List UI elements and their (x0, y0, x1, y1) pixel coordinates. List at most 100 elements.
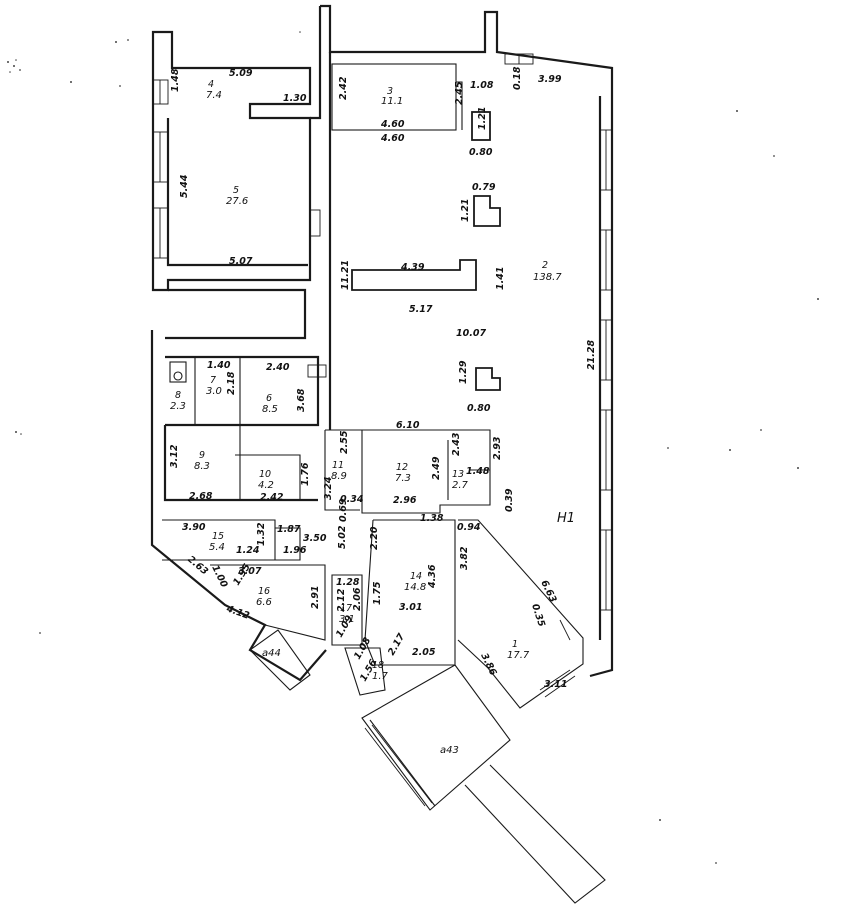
dimension-label: 2.06 (352, 587, 363, 611)
room-13-number: 13 (452, 469, 464, 480)
dimension-label: 2.91 (310, 586, 321, 609)
dimension-label: 1.87 (277, 524, 301, 535)
dimension-label: 2.49 (431, 456, 442, 480)
room-2-label: 2 138.7 (533, 260, 562, 283)
dimension-label: 5.17 (409, 304, 433, 315)
dimension-label: 1.76 (300, 462, 311, 486)
dimension-label: 4.39 (400, 262, 425, 273)
room-18-label: 18 1.7 (372, 660, 389, 682)
dimension-label: 0.79 (472, 182, 496, 193)
room-5-area: 27.6 (226, 196, 248, 207)
dimension-label: 1.30 (283, 93, 307, 104)
room-16-area: 6.6 (256, 597, 272, 608)
room-10-number: 10 (259, 469, 271, 480)
room-4-area: 7.4 (206, 90, 222, 101)
dimension-label: 0.35 (529, 603, 547, 629)
dimension-label: 3.01 (399, 602, 422, 613)
room-16-label: 16 6.6 (256, 586, 272, 608)
room-7-label: 7 3.0 (206, 375, 222, 397)
room-13-label: 13 2.7 (452, 469, 469, 491)
dimension-label: 0.34 (340, 494, 364, 505)
room-11-number: 11 (332, 460, 344, 471)
room-17-number: 17 (340, 603, 352, 614)
dimension-label: 3.11 (544, 679, 567, 690)
dimension-label: 1.21 (477, 107, 488, 130)
dimension-label: 1.96 (283, 545, 307, 556)
dimension-label: 1.48 (170, 68, 181, 92)
dimension-label: 3.07 (238, 566, 262, 577)
room-18-number: 18 (372, 660, 384, 671)
room-12-area: 7.3 (395, 473, 411, 484)
room-15-number: 15 (212, 531, 224, 542)
room-11-area: 8.9 (331, 471, 347, 482)
dimension-label: 2.96 (393, 495, 417, 506)
dimension-label: 1.21 (460, 199, 471, 222)
room-5-number: 5 (233, 185, 239, 196)
dimension-label: 0.18 (512, 66, 523, 90)
room-8-area: 2.3 (170, 401, 186, 412)
room-10-area: 4.2 (258, 480, 274, 491)
dimension-label: 3.82 (459, 546, 470, 570)
dimension-label: 4.36 (427, 564, 438, 589)
aux-43-label: a43 (440, 745, 459, 756)
room-8-label: 8 2.3 (170, 390, 186, 412)
dimension-label: 3.90 (182, 522, 206, 533)
dimension-label: 0.94 (457, 522, 481, 533)
room-14-number: 14 (410, 571, 422, 582)
dimension-label: 1.28 (336, 577, 360, 588)
dimension-label: 2.18 (226, 371, 237, 395)
room-11-label: 11 8.9 (331, 460, 347, 482)
room-labels: 4 7.4 3 11.1 5 27.6 2 138.7 7 3.0 8 2.3 … (170, 79, 575, 756)
room-16-number: 16 (258, 586, 270, 597)
dimension-label: 3.50 (303, 533, 327, 544)
dimension-label: 5.44 (179, 174, 190, 198)
room-10-label: 10 4.2 (258, 469, 274, 491)
dimension-label: 6.10 (396, 420, 420, 431)
room-4-label: 4 7.4 (206, 79, 222, 101)
dimension-label: 3.24 (323, 476, 334, 500)
dimension-label: 2.12 (336, 588, 347, 612)
dimension-label: 2.17 (386, 631, 407, 657)
dimension-label: 1.40 (207, 360, 231, 371)
dimension-label: 2.05 (412, 647, 436, 658)
dimension-label: 2.43 (451, 432, 462, 456)
room-6-number: 6 (266, 393, 272, 404)
room-1-label: 1 17.7 (507, 639, 530, 661)
dimension-label: 2.93 (492, 436, 503, 460)
room-13-area: 2.7 (452, 480, 469, 491)
zone-label: H1 (557, 511, 575, 526)
room-17-area: 3.1 (339, 614, 355, 625)
dimension-label: 10.07 (456, 328, 486, 339)
interior-partitions (162, 63, 606, 904)
dimension-label: 1.48 (466, 466, 490, 477)
room-1-number: 1 (512, 639, 518, 650)
room-17-label: 17 3.1 (339, 603, 355, 625)
windows (152, 53, 613, 807)
room-14-area: 14.8 (404, 582, 426, 593)
room-3-label: 3 11.1 (381, 86, 403, 107)
room-1-area: 17.7 (507, 650, 530, 661)
room-9-number: 9 (199, 450, 205, 461)
dimension-label: 4.12 (224, 603, 251, 622)
dimension-label: 2.20 (369, 526, 380, 550)
dimension-label: 1.29 (458, 360, 469, 384)
dimension-label: 2.40 (266, 362, 290, 373)
dimension-label: 0.69 (338, 498, 349, 522)
dimension-label: 11.21 (340, 260, 351, 290)
room-15-label: 15 5.4 (209, 531, 225, 553)
scan-specks (7, 31, 819, 864)
dimension-label: 21.28 (586, 340, 597, 370)
aux-44-label: a44 (262, 648, 281, 659)
room-3-number: 3 (387, 86, 393, 97)
dimension-label: 0.80 (469, 147, 493, 158)
room-12-label: 12 7.3 (395, 462, 411, 484)
room-6-area: 8.5 (262, 404, 278, 415)
dimension-label: 3.99 (538, 74, 562, 85)
room-14-label: 14 14.8 (404, 571, 426, 593)
dimension-label: 4.60 (380, 119, 405, 130)
dimension-label: 0.80 (467, 403, 491, 414)
room-9-label: 9 8.3 (194, 450, 210, 472)
room-15-area: 5.4 (209, 542, 225, 553)
room-6-label: 6 8.5 (262, 393, 278, 415)
